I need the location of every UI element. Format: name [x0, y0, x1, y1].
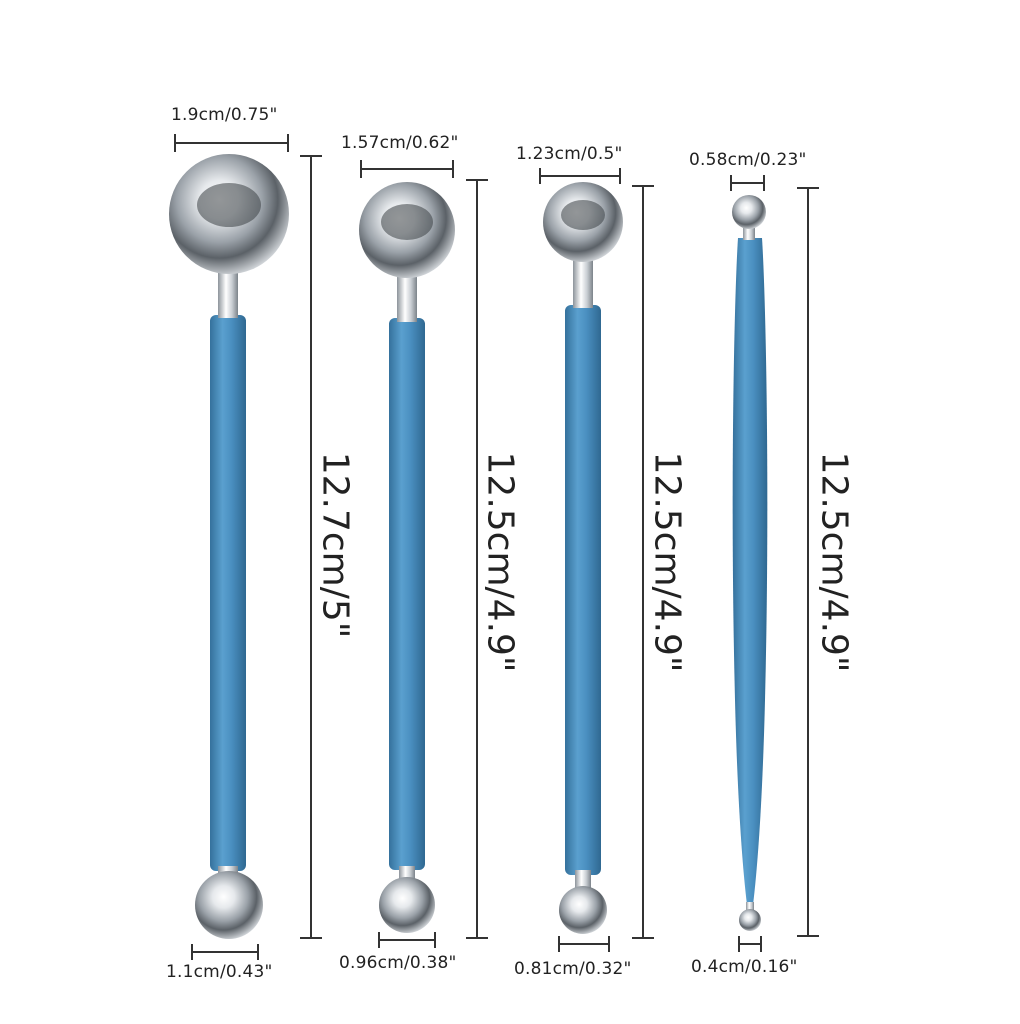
tool-1-length-label: 12.7cm/5": [314, 451, 356, 639]
tool-1-handle: [210, 315, 246, 871]
tool-3-top-diameter-label: 1.23cm/0.5": [516, 144, 623, 164]
tool-4-top-diameter-label: 0.58cm/0.23": [689, 150, 807, 170]
tool-3-top-ball-reflection: [561, 200, 605, 230]
tool-4-bottom-collar: [746, 902, 754, 912]
tool-2: [359, 160, 488, 948]
tool-1-top-collar: [218, 270, 238, 318]
tool-1-top-ball-reflection: [197, 183, 261, 227]
tool-4-top-ball: [732, 195, 766, 229]
tool-3-top-collar: [573, 260, 593, 308]
tool-3-bottom-diameter-label: 0.81cm/0.32": [514, 959, 632, 979]
tool-4-bottom-ball: [739, 909, 761, 931]
tool-4-length-label: 12.5cm/4.9": [813, 451, 855, 673]
tool-2-top-diameter-label: 1.57cm/0.62": [341, 133, 459, 153]
tool-1-bottom-diameter-label: 1.1cm/0.43": [166, 962, 273, 982]
tool-3: [539, 168, 654, 952]
tool-2-bottom-ball: [379, 877, 435, 933]
tool-2-bottom-diameter-label: 0.96cm/0.38": [339, 953, 457, 973]
tool-1: [169, 134, 322, 960]
tool-1-top-diameter-label: 1.9cm/0.75": [171, 105, 278, 125]
tool-3-length-label: 12.5cm/4.9": [646, 451, 688, 673]
tool-4-top-collar: [743, 226, 755, 240]
tool-3-handle: [565, 305, 601, 875]
tool-3-bottom-collar: [575, 870, 591, 890]
tool-2-length-label: 12.5cm/4.9": [479, 451, 521, 673]
tool-2-top-ball-reflection: [381, 204, 433, 240]
tool-2-handle: [389, 318, 425, 870]
tool-2-top-collar: [397, 276, 417, 322]
tool-3-bottom-ball: [559, 886, 607, 934]
tool-1-bottom-ball: [195, 871, 263, 939]
tool-4: [730, 175, 819, 952]
tool-4-bottom-diameter-label: 0.4cm/0.16": [691, 957, 798, 977]
tool-4-handle: [732, 238, 768, 905]
